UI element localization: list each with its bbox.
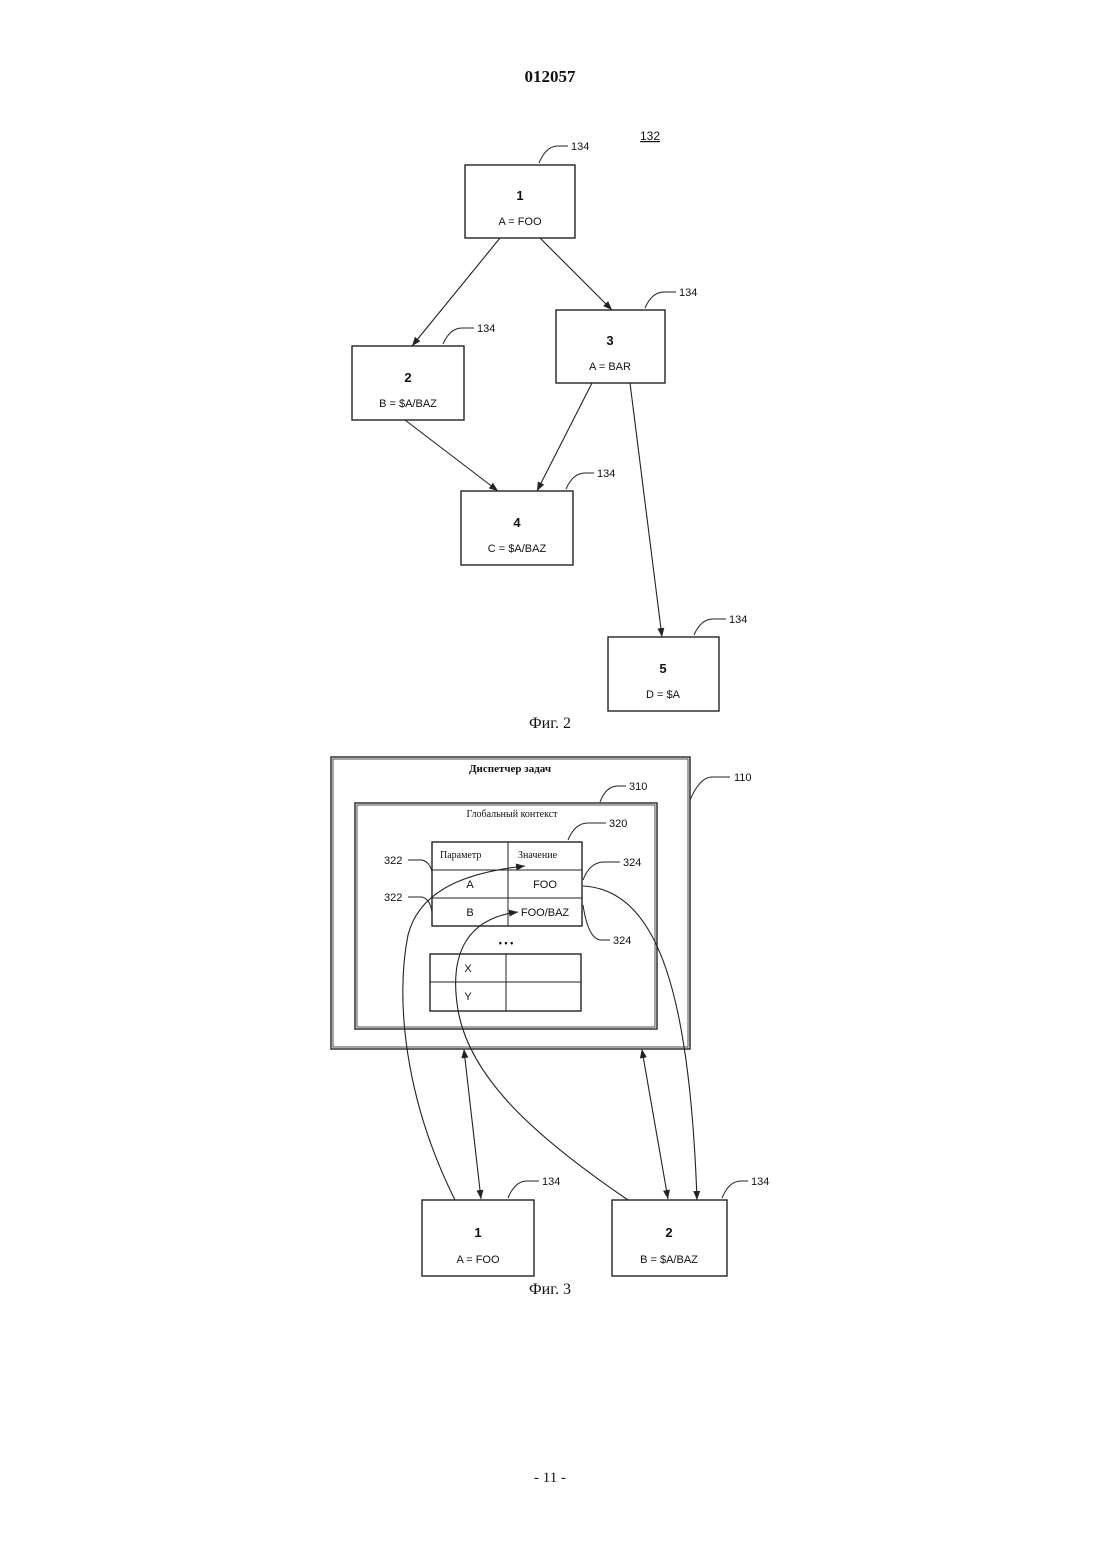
table-cell-value: FOO [533,879,557,891]
ref-number: 134 [751,1176,769,1188]
node-number: 1 [474,1225,481,1240]
fig2-node-1: 1 A = FOO 134 [465,141,589,238]
table-cell-param: Y [464,991,472,1003]
ref-number: 134 [679,287,697,299]
node-label: A = FOO [498,216,542,228]
page-number: - 11 - [534,1470,566,1486]
table-ellipsis: • • • [499,938,513,948]
fig2-node-3: 3 A = BAR 134 [556,287,697,383]
fig2-edge-3-4 [537,383,592,491]
fig3-node-2: 2 B = $A/BAZ 134 [612,1176,769,1276]
global-context-title: Глобальный контекст [466,809,558,820]
fig3-caption: Фиг. 3 [529,1281,571,1298]
document-number: 012057 [525,67,577,86]
ref-number: 134 [597,468,615,480]
ref-number: 134 [477,323,495,335]
table-header-param: Параметр [440,850,481,861]
value-ref: 324 [613,935,631,947]
node-label: D = $A [646,689,681,701]
node-number: 1 [516,188,523,203]
row-ref: 322 [384,855,402,867]
figure-3: Диспетчер задач 110 Глобальный контекст … [331,757,769,1298]
table-cell-param: A [466,879,474,891]
fig2-ref-label: 132 [640,129,660,143]
fig2-node-5: 5 D = $A 134 [608,614,747,711]
leader-line [690,777,730,800]
leader-line [694,619,726,635]
table-cell-param: X [464,963,472,975]
fig3-node-1: 1 A = FOO 134 [422,1176,560,1276]
node-number: 2 [665,1225,672,1240]
fig2-caption: Фиг. 2 [529,715,571,732]
row-ref: 322 [384,892,402,904]
fig2-edge-3-5 [630,383,662,637]
task-manager-title: Диспетчер задач [469,763,551,775]
table-ref: 320 [609,818,627,830]
leader-line [722,1181,748,1198]
figure-2: 132 1 A = FOO 134 2 B = $A/BAZ 134 3 A =… [352,129,747,732]
table-header-value: Значение [518,850,558,861]
node-label: A = BAR [589,361,631,373]
ref-number: 134 [571,141,589,153]
double-arrow-task1 [464,1050,481,1199]
double-arrow-task2 [642,1050,668,1199]
node-number: 4 [513,515,521,530]
node-number: 5 [659,661,666,676]
fig2-node-4: 4 C = $A/BAZ 134 [461,468,615,565]
table-cell-param: B [466,907,473,919]
node-label: C = $A/BAZ [488,543,547,555]
leader-line [539,146,568,163]
leader-line [566,473,594,489]
node-number: 2 [404,370,411,385]
value-ref: 324 [623,857,641,869]
ref-number: 134 [542,1176,560,1188]
fig2-node-2: 2 B = $A/BAZ 134 [352,323,495,420]
leader-line [645,292,676,308]
ref-number: 134 [729,614,747,626]
fig2-edge-1-3 [540,238,612,310]
node-label: B = $A/BAZ [379,398,437,410]
node-number: 3 [606,333,613,348]
global-context-ref: 310 [629,781,647,793]
leader-line [508,1181,539,1198]
fig2-edge-2-4 [405,420,498,491]
table-cell-value: FOO/BAZ [521,907,570,919]
node-label: A = FOO [456,1254,500,1266]
node-label: B = $A/BAZ [640,1254,698,1266]
task-manager-ref: 110 [734,772,752,784]
leader-line [443,328,474,344]
